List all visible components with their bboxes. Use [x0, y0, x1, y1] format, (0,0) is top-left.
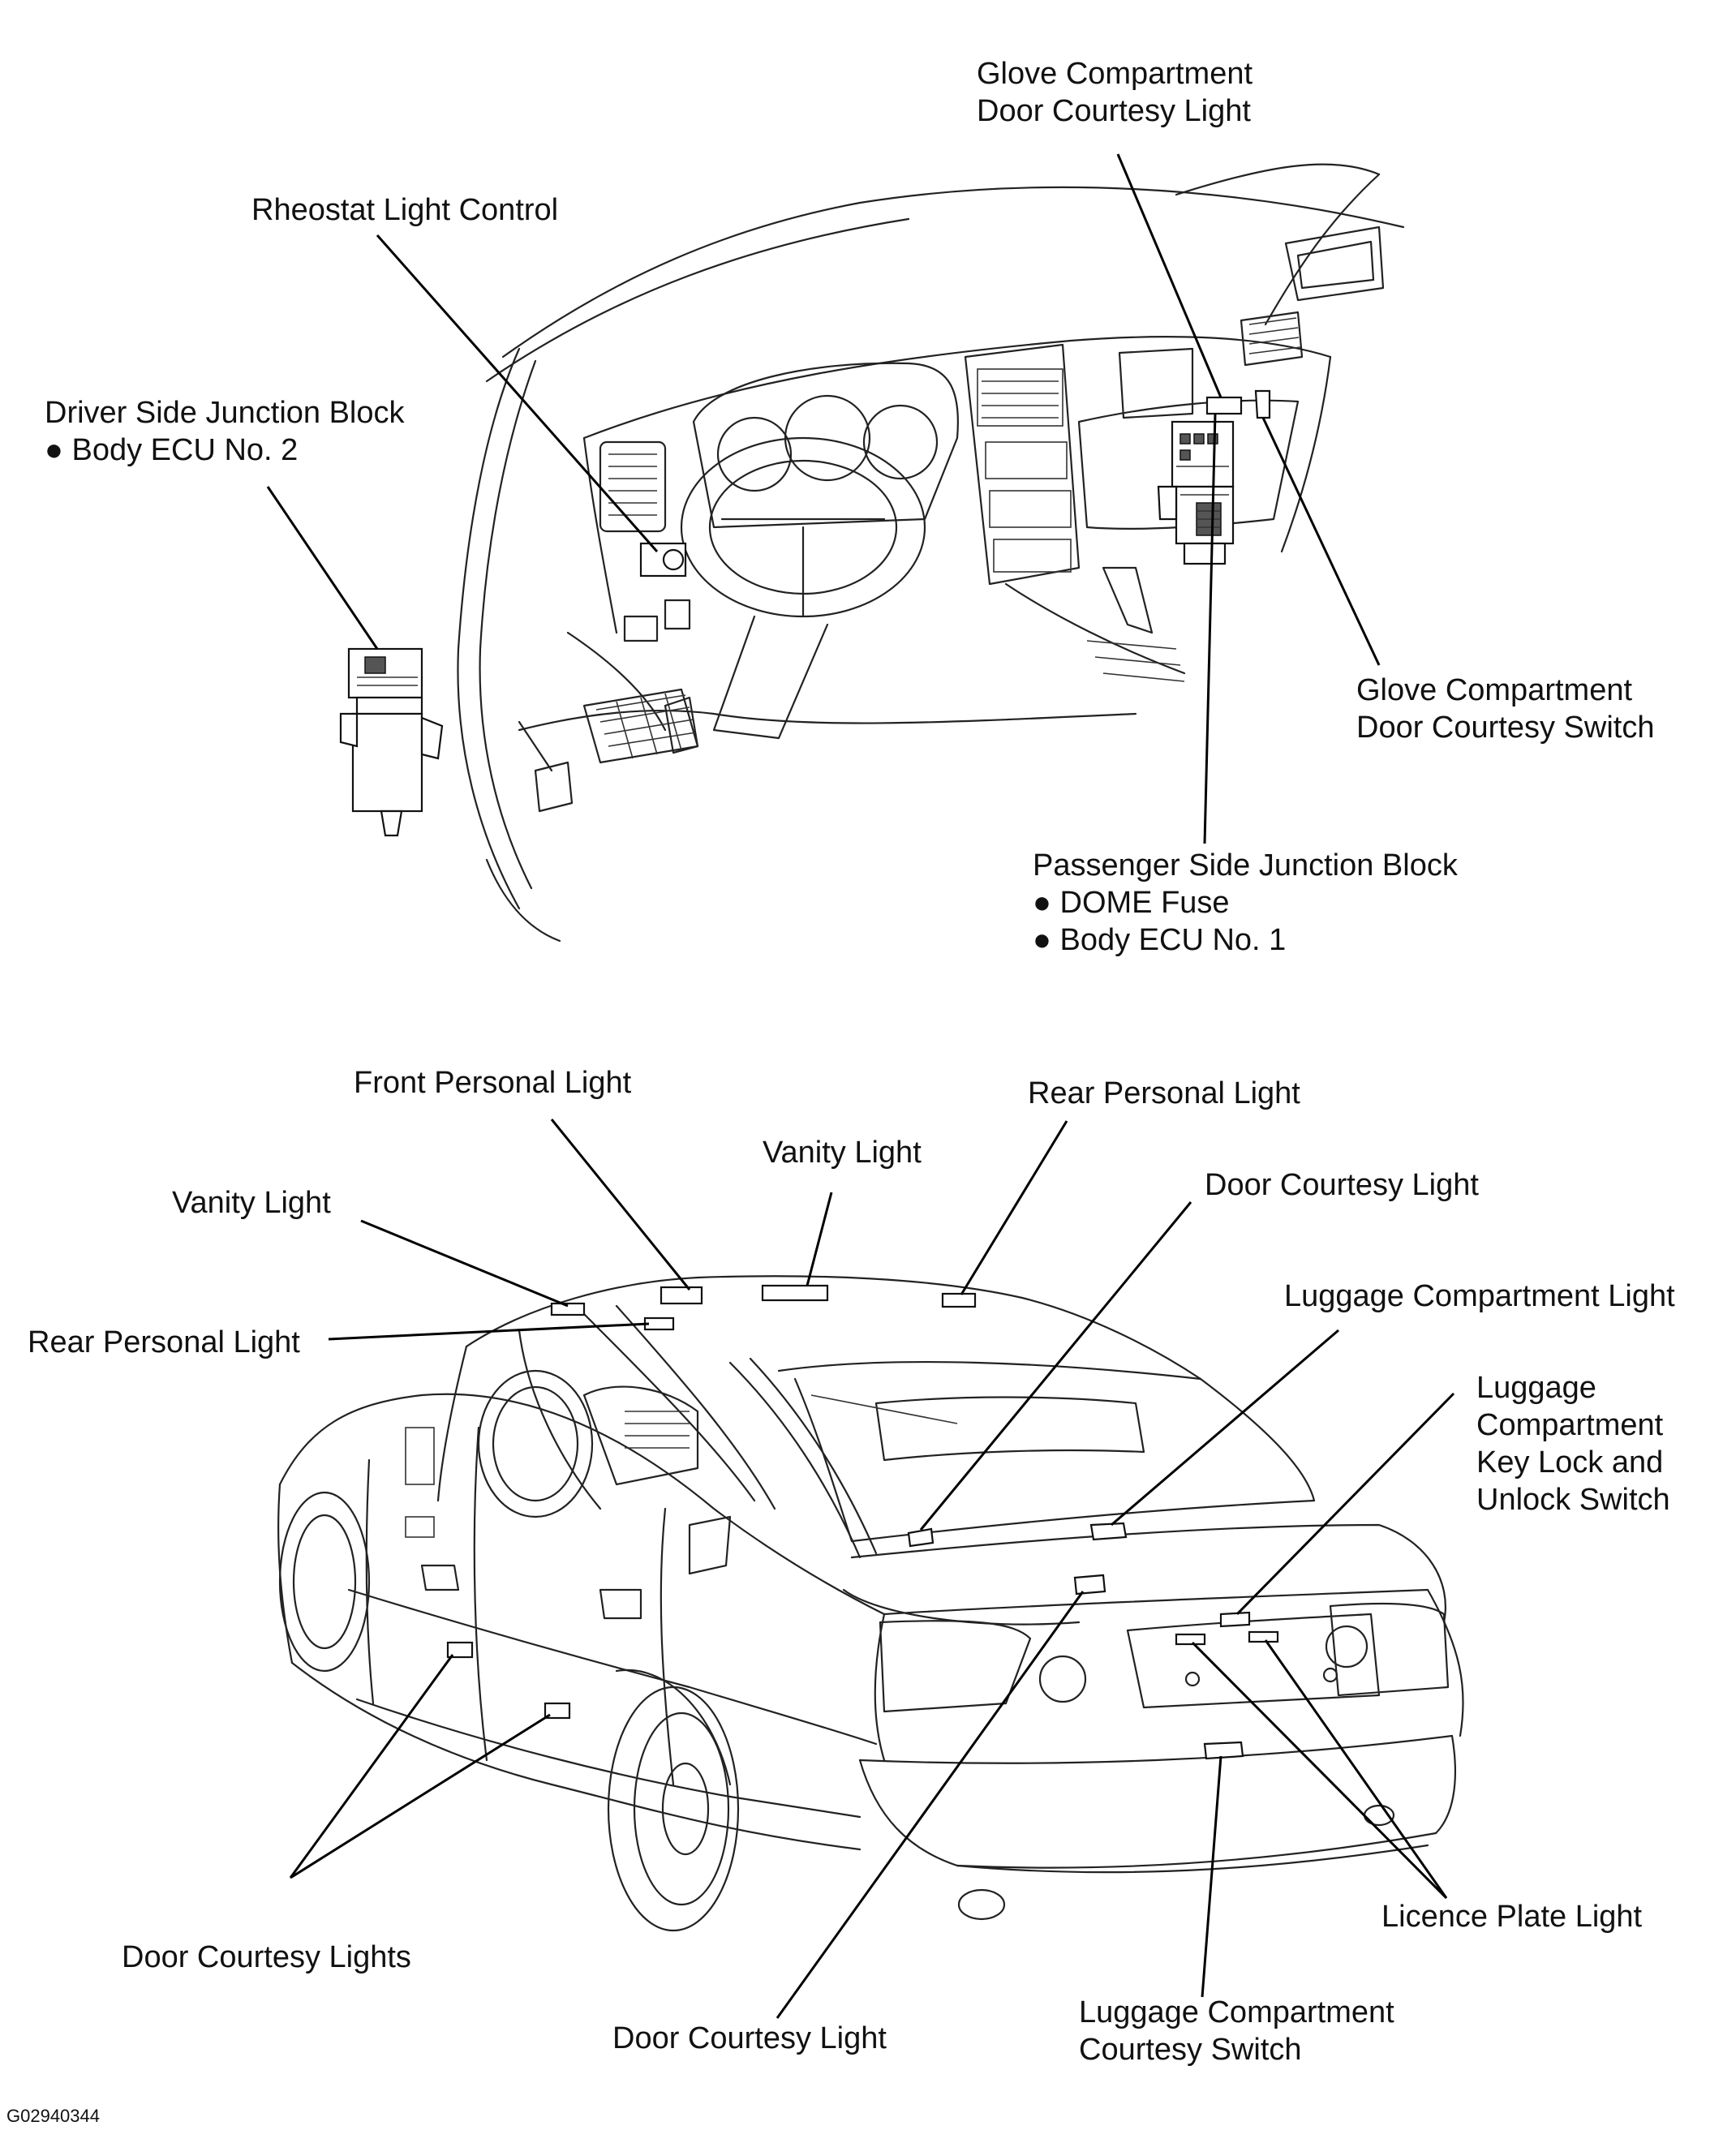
label-luggage-courtesy-switch: Luggage Compartment Courtesy Switch: [1079, 1995, 1394, 2067]
door-courtesy-lights-rear-part: [544, 1702, 571, 1720]
label-driver-junction-block: Driver Side Junction Block ● Body ECU No…: [45, 396, 405, 467]
label-door-courtesy-light-right: Door Courtesy Light: [1205, 1168, 1479, 1202]
label-licence-plate-light: Licence Plate Light: [1381, 1900, 1643, 1934]
door-courtesy-light-right-part: [907, 1527, 935, 1548]
glove-light-part: [1205, 396, 1243, 415]
label-front-personal-light: Front Personal Light: [354, 1066, 632, 1100]
dashboard-illustration: [266, 153, 1405, 943]
luggage-courtesy-switch-part: [1203, 1741, 1244, 1760]
label-luggage-compartment-light: Luggage Compartment Light: [1284, 1279, 1675, 1313]
label-vanity-light-left: Vanity Light: [172, 1186, 331, 1220]
figure-code: G02940344: [6, 2106, 100, 2126]
label-rear-personal-light-top: Rear Personal Light: [1028, 1076, 1300, 1110]
licence-light-right-part: [1248, 1630, 1279, 1643]
label-door-courtesy-light-bottom: Door Courtesy Light: [612, 2021, 887, 2055]
luggage-light-part: [1089, 1522, 1128, 1541]
rear-personal-light-top-part: [941, 1292, 977, 1308]
label-passenger-junction-block: Passenger Side Junction Block ● DOME Fus…: [1033, 848, 1458, 957]
passenger-junction-block-part: [1157, 420, 1235, 565]
car-illustration: [277, 1119, 1464, 2019]
glove-switch-part: [1254, 389, 1271, 419]
driver-junction-block-part: [339, 647, 444, 837]
vanity-light-center-part: [761, 1284, 829, 1302]
label-rheostat: Rheostat Light Control: [251, 193, 559, 227]
label-rear-personal-light-left: Rear Personal Light: [28, 1325, 300, 1359]
licence-light-left-part: [1175, 1633, 1206, 1646]
door-courtesy-lights-front-part: [446, 1641, 474, 1659]
rear-personal-light-left-part: [643, 1316, 675, 1331]
front-personal-light-part: [660, 1286, 703, 1305]
vanity-light-left-part: [550, 1302, 586, 1316]
label-glove-switch: Glove Compartment Door Courtesy Switch: [1356, 673, 1655, 745]
key-lock-switch-part: [1219, 1611, 1251, 1628]
label-glove-light: Glove Compartment Door Courtesy Light: [977, 57, 1253, 128]
label-vanity-light-center: Vanity Light: [763, 1136, 922, 1170]
door-courtesy-light-bottom-part: [1073, 1574, 1106, 1596]
label-door-courtesy-lights: Door Courtesy Lights: [122, 1940, 411, 1974]
label-luggage-key-lock-switch: Luggage Compartment Key Lock and Unlock …: [1476, 1371, 1670, 1517]
